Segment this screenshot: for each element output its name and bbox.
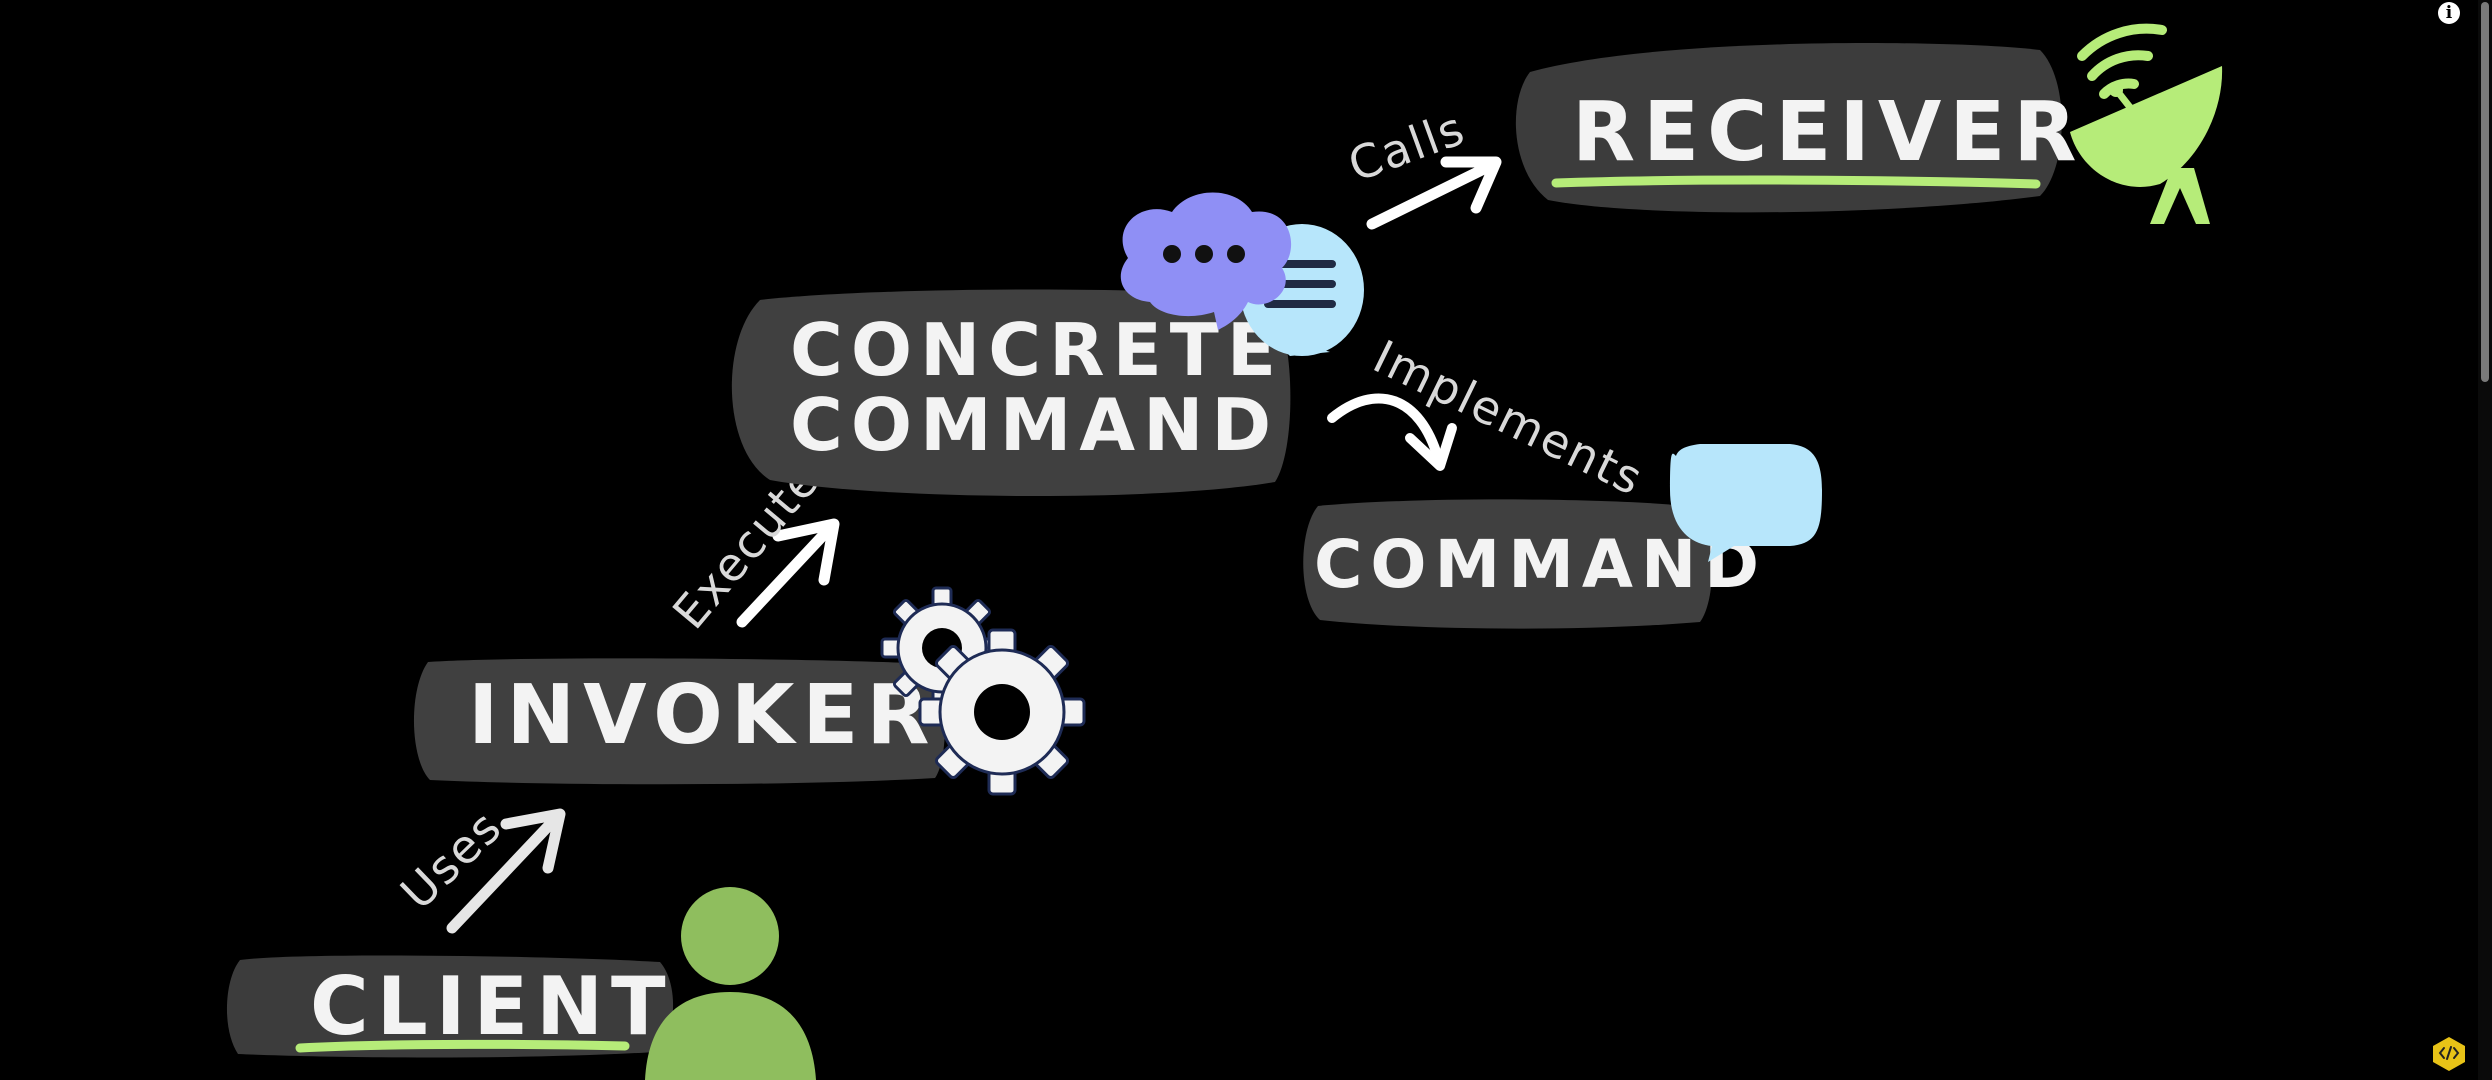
satellite-dish-bowl: [2070, 66, 2223, 187]
client-underline: [295, 1039, 630, 1053]
person-icon-body: [645, 992, 816, 1080]
command-node: COMMAND: [1303, 499, 1767, 629]
concrete-command-node: CONCRETE COMMAND: [731, 289, 1291, 497]
implements-label: Implements: [1365, 329, 1652, 506]
uses-edge: Uses: [390, 799, 566, 934]
scrollbar-thumb[interactable]: [2481, 2, 2489, 382]
scrollbar[interactable]: [2478, 0, 2492, 1080]
gears-icon: [880, 586, 1086, 796]
channel-logo-icon[interactable]: [2432, 1036, 2466, 1072]
implements-edge: Implements: [1327, 329, 1652, 506]
receiver-node-shape: [1515, 43, 2062, 213]
invoker-node-shape: [413, 658, 945, 785]
uses-label: Uses: [390, 799, 512, 920]
calls-edge: Calls: [1341, 101, 1502, 230]
command-node-shape: [1303, 499, 1712, 629]
satellite-signal-waves: [2077, 23, 2167, 99]
concrete-command-label-line2: COMMAND: [790, 383, 1279, 467]
invoker-label: INVOKER: [468, 668, 938, 763]
speech-bubble-icon: [1670, 444, 1822, 562]
large-gear-icon: [918, 628, 1086, 796]
receiver-label: RECEIVER: [1572, 85, 2084, 180]
client-label: CLIENT: [310, 960, 674, 1053]
concrete-command-label-line1: CONCRETE: [790, 308, 1284, 392]
info-icon[interactable]: i: [2438, 2, 2460, 24]
receiver-underline: [1551, 175, 2041, 189]
client-node: CLIENT: [226, 955, 674, 1058]
person-icon-head: [681, 887, 779, 985]
satellite-dish-icon: [2070, 23, 2223, 224]
chat-bubbles-icon: [1120, 192, 1364, 356]
concrete-command-node-shape: [731, 289, 1291, 497]
command-label: COMMAND: [1314, 526, 1767, 603]
client-node-shape: [226, 955, 674, 1058]
person-icon: [645, 887, 816, 1080]
invoker-node: INVOKER: [413, 658, 945, 785]
dots-bubble-icon: [1120, 192, 1292, 330]
receiver-node: RECEIVER: [1515, 43, 2084, 213]
